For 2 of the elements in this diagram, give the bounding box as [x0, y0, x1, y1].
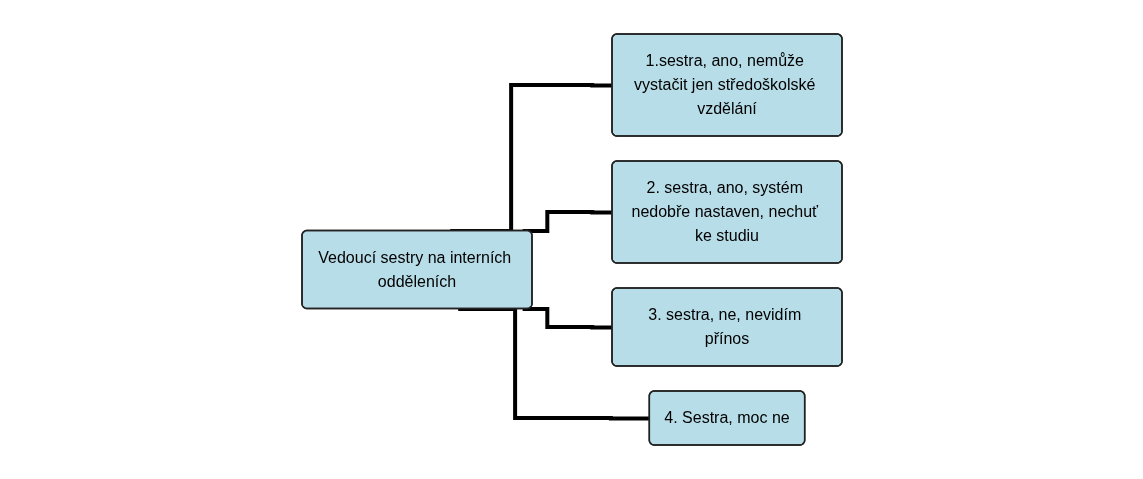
connector [522, 307, 612, 330]
connector [522, 210, 612, 233]
